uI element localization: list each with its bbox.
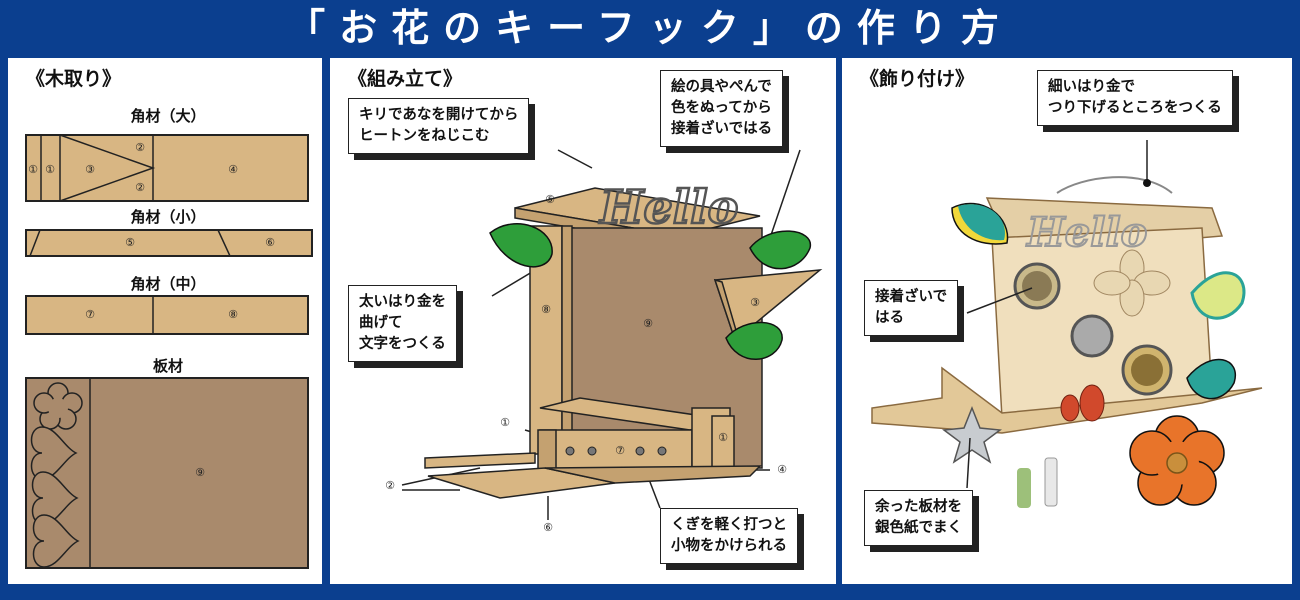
assembly-label-9: ⑨ <box>643 317 653 330</box>
medium-lumber-label: 角材（中） <box>130 275 206 293</box>
foil-callout-line1: 余った板材を <box>875 499 962 515</box>
piece-label-5: ⑤ <box>125 236 135 249</box>
assembly-label-1b: ① <box>718 431 728 444</box>
drill-callout: キリであなを開けてから ヒートンをねじこむ <box>348 98 530 154</box>
hang-callout: 細いはり金で つり下げるところをつくる <box>1037 70 1233 126</box>
decorating-panel: 《飾り付け》 Hello <box>842 58 1292 584</box>
glue-callout-line1: 接着ざいで <box>875 289 948 305</box>
hang-callout-line1: 細いはり金で <box>1048 79 1135 95</box>
drill-callout-line2: ヒートンをねじこむ <box>359 128 490 144</box>
decorating-photo: Hello <box>871 140 1263 508</box>
paint-callout: 絵の具やぺんで 色をぬってから 接着ざいではる <box>660 70 784 147</box>
cutting-diagram: ① ① ③ ② ② ④ ⑤ ⑥ ⑦ ⑧ ⑨ <box>25 134 313 569</box>
piece-label-2a: ② <box>135 141 145 154</box>
assembly-label-6: ⑥ <box>543 521 553 534</box>
piece-label-2b: ② <box>135 181 145 194</box>
assembly-label-4: ④ <box>777 463 787 476</box>
assembly-diagram: Hello ⑤ ⑧ ⑨ ③ ① ① ⑦ ② ④ ⑥ <box>385 149 823 534</box>
wire-callout: 太いはり金を 曲げて 文字をつくる <box>348 285 457 362</box>
piece-label-8: ⑧ <box>228 308 238 321</box>
assembly-label-7: ⑦ <box>615 444 625 457</box>
heart-cutouts <box>30 426 80 568</box>
nail-callout-line2: 小物をかけられる <box>671 538 787 554</box>
medium-lumber <box>25 295 309 335</box>
piece-label-1a: ① <box>28 163 38 176</box>
wire-callout-line3: 文字をつくる <box>359 336 446 352</box>
assembly-panel: 《組み立て》 <box>330 58 836 584</box>
board-label: 板材 <box>152 357 183 375</box>
nail-callout-line1: くぎを軽く打つと <box>671 517 787 533</box>
assembly-label-1a: ① <box>500 416 510 429</box>
decorating-heading: 《飾り付け》 <box>860 68 975 90</box>
decor-hello-text: Hello <box>1026 209 1147 256</box>
large-lumber <box>25 134 309 202</box>
foil-callout-line2: 銀色紙でまく <box>875 520 962 536</box>
paint-callout-line1: 絵の具やぺんで <box>671 79 772 95</box>
wire-callout-line2: 曲げて <box>359 315 403 331</box>
wire-hello-text: Hello <box>598 180 738 234</box>
drill-callout-line1: キリであなを開けてから <box>359 107 519 123</box>
assembly-heading: 《組み立て》 <box>348 68 463 90</box>
hang-callout-line2: つり下げるところをつくる <box>1048 100 1222 116</box>
nail-callout: くぎを軽く打つと 小物をかけられる <box>660 508 798 564</box>
large-lumber-label: 角材（大） <box>130 107 206 125</box>
assembly-label-8: ⑧ <box>541 303 551 316</box>
wire-callout-line1: 太いはり金を <box>359 294 446 310</box>
assembly-label-5: ⑤ <box>545 193 555 206</box>
foil-callout: 余った板材を 銀色紙でまく <box>864 490 973 546</box>
assembly-label-3: ③ <box>750 296 760 309</box>
piece-label-1b: ① <box>45 163 55 176</box>
flower-cutout <box>33 382 83 430</box>
piece-label-9: ⑨ <box>195 466 205 479</box>
glue-callout: 接着ざいで はる <box>864 280 959 336</box>
small-lumber-label: 角材（小） <box>130 208 206 226</box>
cutting-heading: 《木取り》 <box>26 68 122 90</box>
page-title: 「お花のキーフック」の作り方 <box>287 6 1013 50</box>
cutting-panel: 《木取り》 角材（大） 角材（小） 角材（中） 板材 <box>8 58 322 584</box>
assembly-label-2: ② <box>385 479 395 492</box>
piece-label-4: ④ <box>228 163 238 176</box>
piece-label-7: ⑦ <box>85 308 95 321</box>
glue-callout-line2: はる <box>875 310 904 326</box>
piece-label-3: ③ <box>85 163 95 176</box>
small-lumber <box>25 229 313 257</box>
piece-label-6: ⑥ <box>265 236 275 249</box>
paint-callout-line2: 色をぬってから <box>671 100 772 116</box>
paint-callout-line3: 接着ざいではる <box>671 121 773 137</box>
